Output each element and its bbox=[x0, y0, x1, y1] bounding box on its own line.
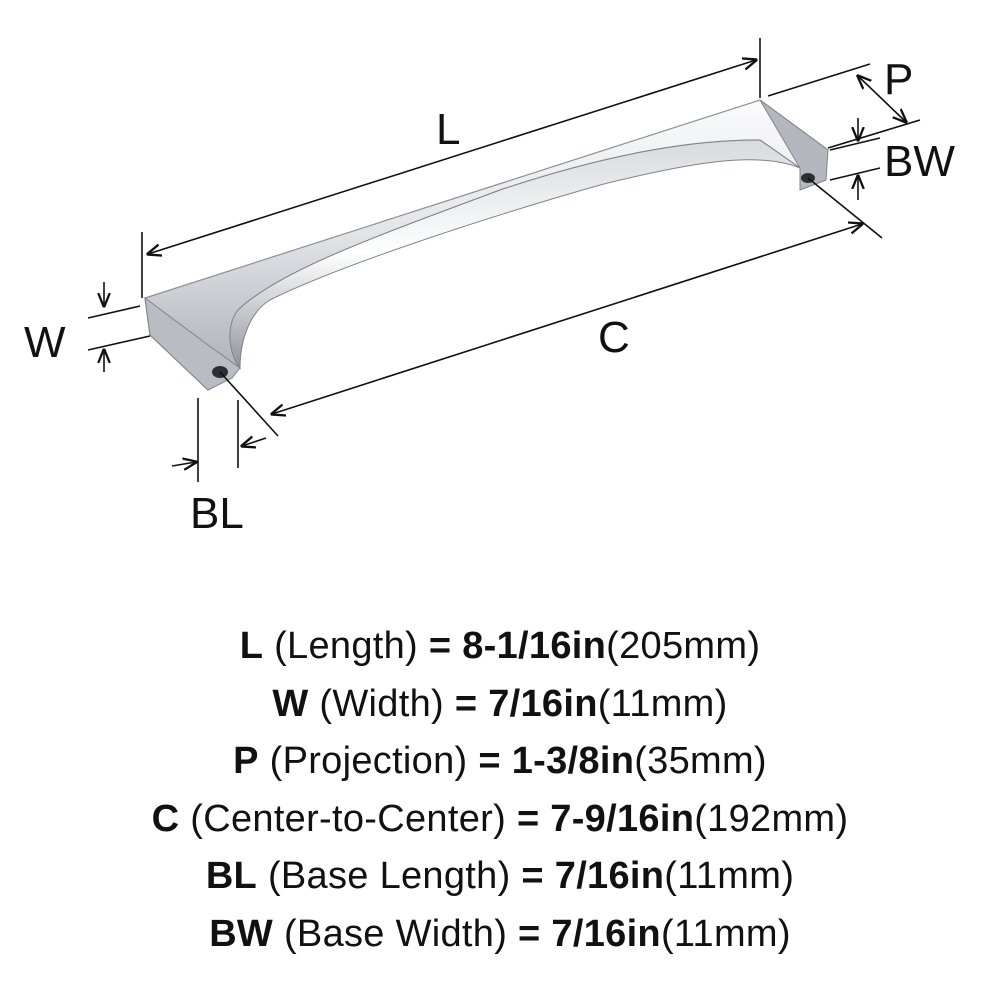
label-bl: BL bbox=[190, 489, 244, 538]
spec-symbol: P bbox=[233, 740, 259, 782]
spec-metric: (35mm) bbox=[634, 740, 767, 782]
spec-equals: = bbox=[428, 625, 452, 667]
spec-metric: (205mm) bbox=[606, 625, 761, 667]
spec-imperial: 7/16in bbox=[554, 855, 665, 897]
screw-axis-left bbox=[219, 371, 279, 437]
c-dimension-line bbox=[272, 224, 862, 414]
spec-symbol: BW bbox=[209, 912, 274, 955]
spec-imperial: 1-3/8in bbox=[511, 740, 635, 782]
spec-imperial: 7/16in bbox=[488, 682, 598, 725]
spec-equals: = bbox=[478, 740, 501, 782]
spec-equals: = bbox=[521, 855, 544, 897]
spec-name: (Center-to-Center) bbox=[190, 797, 507, 840]
label-bw: BW bbox=[884, 137, 955, 186]
label-c: C bbox=[598, 313, 630, 362]
dimension-specs-list: L (Length) = 8-1/16in(205mm) W (Width) =… bbox=[0, 618, 1000, 963]
spec-symbol: BL bbox=[205, 855, 258, 897]
spec-name: (Base Width) bbox=[283, 912, 508, 955]
spec-imperial: 7-9/16in bbox=[550, 797, 695, 840]
spec-metric: (192mm) bbox=[694, 797, 849, 840]
dimension-lines bbox=[87, 38, 921, 482]
label-p: P bbox=[884, 55, 913, 104]
spec-row-projection: P (Projection) = 1-3/8in(35mm) bbox=[0, 733, 1000, 791]
spec-name: (Length) bbox=[274, 625, 419, 667]
spec-row-base-length: BL (Base Length) = 7/16in(11mm) bbox=[0, 848, 1000, 906]
spec-row-length: L (Length) = 8-1/16in(205mm) bbox=[0, 618, 1000, 676]
spec-name: (Width) bbox=[319, 682, 444, 725]
spec-symbol: W bbox=[272, 682, 309, 725]
handle-right-end-face bbox=[759, 99, 829, 191]
spec-equals: = bbox=[454, 682, 478, 725]
handle-dimension-diagram: L W P BW C BL bbox=[24, 38, 955, 538]
w-extension-bottom bbox=[87, 335, 151, 351]
bw-extension-bottom bbox=[829, 167, 881, 181]
spec-metric: (11mm) bbox=[597, 682, 728, 725]
spec-metric: (11mm) bbox=[660, 912, 791, 955]
spec-equals: = bbox=[518, 912, 541, 955]
bl-arrow-left bbox=[171, 462, 196, 466]
spec-symbol: L bbox=[239, 625, 264, 667]
spec-row-center-to-center: C (Center-to-Center) = 7-9/16in(192mm) bbox=[0, 791, 1000, 849]
spec-name: (Projection) bbox=[269, 740, 468, 782]
label-w: W bbox=[24, 318, 66, 367]
l-dimension-line bbox=[148, 60, 756, 254]
spec-metric: (11mm) bbox=[664, 855, 795, 897]
p-dimension-line bbox=[858, 76, 906, 122]
screw-axis-right bbox=[807, 177, 883, 239]
cabinet-pull-handle bbox=[144, 99, 830, 391]
p-extension-top bbox=[767, 63, 871, 97]
label-l: L bbox=[436, 105, 460, 154]
spec-symbol: C bbox=[151, 797, 180, 840]
spec-imperial: 7/16in bbox=[551, 912, 661, 955]
spec-equals: = bbox=[516, 797, 540, 840]
spec-imperial: 8-1/16in bbox=[462, 625, 607, 667]
bl-arrow-right bbox=[242, 438, 267, 446]
spec-row-width: W (Width) = 7/16in(11mm) bbox=[0, 676, 1000, 734]
w-extension-top bbox=[87, 305, 141, 319]
bw-extension-top bbox=[829, 137, 881, 151]
spec-name: (Base Length) bbox=[267, 855, 511, 897]
spec-row-base-width: BW (Base Width) = 7/16in(11mm) bbox=[0, 906, 1000, 964]
